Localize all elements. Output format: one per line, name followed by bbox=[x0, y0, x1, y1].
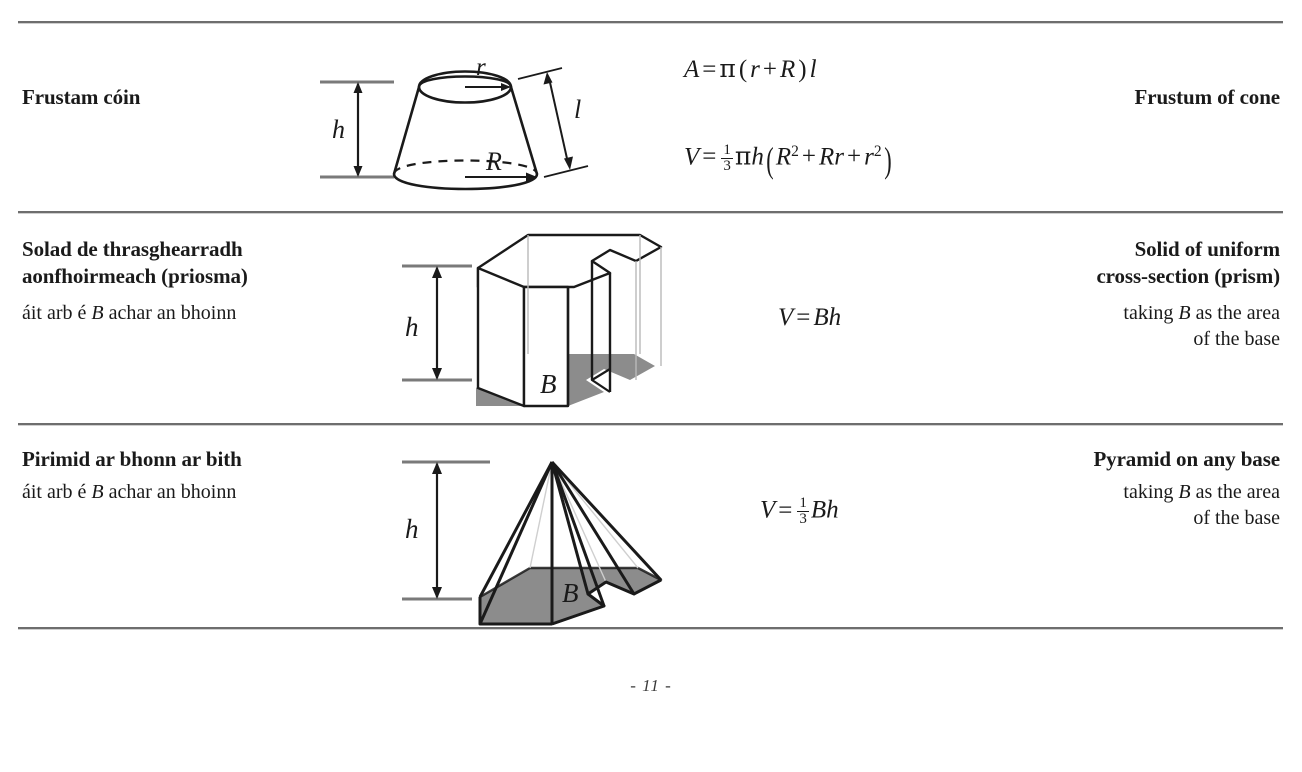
formula-equals: = bbox=[702, 143, 717, 171]
fraction-numerator: 1 bbox=[797, 495, 809, 513]
formula-lhs: V bbox=[684, 143, 700, 171]
fraction-numerator: 1 bbox=[721, 141, 733, 160]
svg-text:B: B bbox=[540, 369, 557, 399]
english-note-line-2: of the base bbox=[1193, 507, 1280, 530]
svg-text:h: h bbox=[405, 312, 419, 342]
pyramid-on-any-base-diagram: h B bbox=[200, 434, 670, 626]
svg-text:B: B bbox=[562, 578, 579, 608]
english-note-variable: B bbox=[1178, 301, 1191, 324]
irish-title: Frustam cóin bbox=[22, 85, 141, 109]
page-number: - 11 - bbox=[630, 676, 672, 695]
uniform-cross-section-prism-diagram: h B bbox=[200, 230, 670, 410]
irish-note-post: achar an bhoinn bbox=[103, 301, 237, 324]
english-term-prism: Solid of uniform cross-section (prism) t… bbox=[980, 236, 1280, 352]
irish-note-pre: áit arb é bbox=[22, 301, 92, 324]
svg-text:R: R bbox=[485, 147, 502, 176]
english-note-post: as the area bbox=[1190, 481, 1280, 504]
var-R: R bbox=[775, 143, 792, 171]
english-note-variable: B bbox=[1178, 481, 1191, 504]
formula-lhs: V bbox=[760, 496, 776, 524]
formula-lhs: A bbox=[684, 56, 700, 83]
var-r: r bbox=[750, 56, 760, 83]
irish-term-prism: Solad de thrasghearradh aonfhoirmeach (p… bbox=[22, 236, 352, 326]
pi-symbol: π bbox=[719, 54, 736, 83]
plus-sign: + bbox=[846, 143, 862, 171]
english-title-line-2: cross-section (prism) bbox=[1096, 264, 1280, 289]
table-row: Pirimid ar bhonn ar bith áit arb é B ach… bbox=[0, 424, 1302, 627]
english-term-frustum: Frustum of cone bbox=[980, 84, 1281, 111]
formula-lhs: V bbox=[778, 304, 794, 331]
english-title: Frustum of cone bbox=[1134, 85, 1281, 109]
irish-note-variable: B bbox=[91, 481, 104, 504]
plus-sign: + bbox=[762, 56, 777, 83]
fraction-denominator: 3 bbox=[799, 511, 807, 528]
var-h: h bbox=[751, 143, 764, 171]
prism-volume-formula: V=Bh bbox=[778, 304, 841, 332]
var-l: l bbox=[809, 56, 817, 83]
english-note-post: as the area bbox=[1190, 301, 1280, 324]
formula-rhs: Bh bbox=[813, 304, 842, 331]
row-divider-1 bbox=[18, 211, 1283, 213]
english-title-line-1: Solid of uniform bbox=[1134, 237, 1281, 261]
svg-text:h: h bbox=[405, 514, 419, 544]
irish-term-frustum: Frustam cóin bbox=[22, 84, 352, 111]
exponent-two: 2 bbox=[873, 142, 882, 160]
plus-sign: + bbox=[801, 143, 816, 171]
english-note-pre: taking bbox=[1123, 301, 1179, 324]
formula-rhs: Bh bbox=[810, 496, 839, 524]
irish-note-pre: áit arb é bbox=[22, 481, 92, 504]
row-divider-2 bbox=[18, 423, 1283, 425]
right-paren: ) bbox=[798, 56, 807, 83]
irish-title: Pirimid ar bhonn ar bith bbox=[22, 447, 242, 471]
table-row: Solad de thrasghearradh aonfhoirmeach (p… bbox=[0, 212, 1302, 423]
term-Rr: Rr bbox=[818, 143, 844, 171]
row-divider-top bbox=[18, 21, 1283, 23]
english-term-pyramid: Pyramid on any base taking B as the area… bbox=[980, 446, 1280, 531]
svg-text:h: h bbox=[332, 115, 345, 144]
pi-symbol: π bbox=[734, 141, 752, 171]
row-divider-bottom bbox=[18, 627, 1283, 629]
svg-text:r: r bbox=[476, 54, 486, 81]
irish-note: áit arb é B achar an bhoinn bbox=[22, 300, 352, 326]
irish-title-line-2: aonfhoirmeach (priosma) bbox=[22, 264, 248, 289]
irish-note: áit arb é B achar an bhoinn bbox=[22, 479, 352, 505]
irish-note-post: achar an bhoinn bbox=[103, 481, 237, 504]
var-r: r bbox=[864, 143, 874, 171]
english-note-line-1: taking B as the area bbox=[980, 479, 1280, 505]
formula-equals: = bbox=[778, 496, 793, 524]
left-paren: ( bbox=[766, 140, 774, 180]
left-paren: ( bbox=[738, 56, 748, 83]
english-title: Pyramid on any base bbox=[1093, 447, 1280, 471]
irish-title-line-1: Solad de thrasghearradh bbox=[22, 237, 243, 261]
exponent-two: 2 bbox=[791, 142, 799, 160]
formula-equals: = bbox=[702, 56, 717, 83]
english-note-pre: taking bbox=[1123, 481, 1179, 504]
irish-term-pyramid: Pirimid ar bhonn ar bith áit arb é B ach… bbox=[22, 446, 352, 505]
right-paren: ) bbox=[883, 140, 892, 180]
english-note-line-2: of the base bbox=[1193, 327, 1280, 350]
frustum-surface-area-formula: A=π(r+R)l bbox=[684, 54, 817, 84]
table-row: Frustam cóin bbox=[0, 22, 1302, 211]
var-R: R bbox=[780, 56, 796, 83]
formula-equals: = bbox=[796, 304, 811, 331]
fraction-denominator: 3 bbox=[723, 158, 731, 175]
svg-text:l: l bbox=[574, 95, 581, 124]
irish-note-variable: B bbox=[91, 301, 104, 324]
frustum-of-cone-diagram: h r R l bbox=[306, 46, 606, 211]
english-note-line-1: taking B as the area bbox=[980, 300, 1280, 326]
